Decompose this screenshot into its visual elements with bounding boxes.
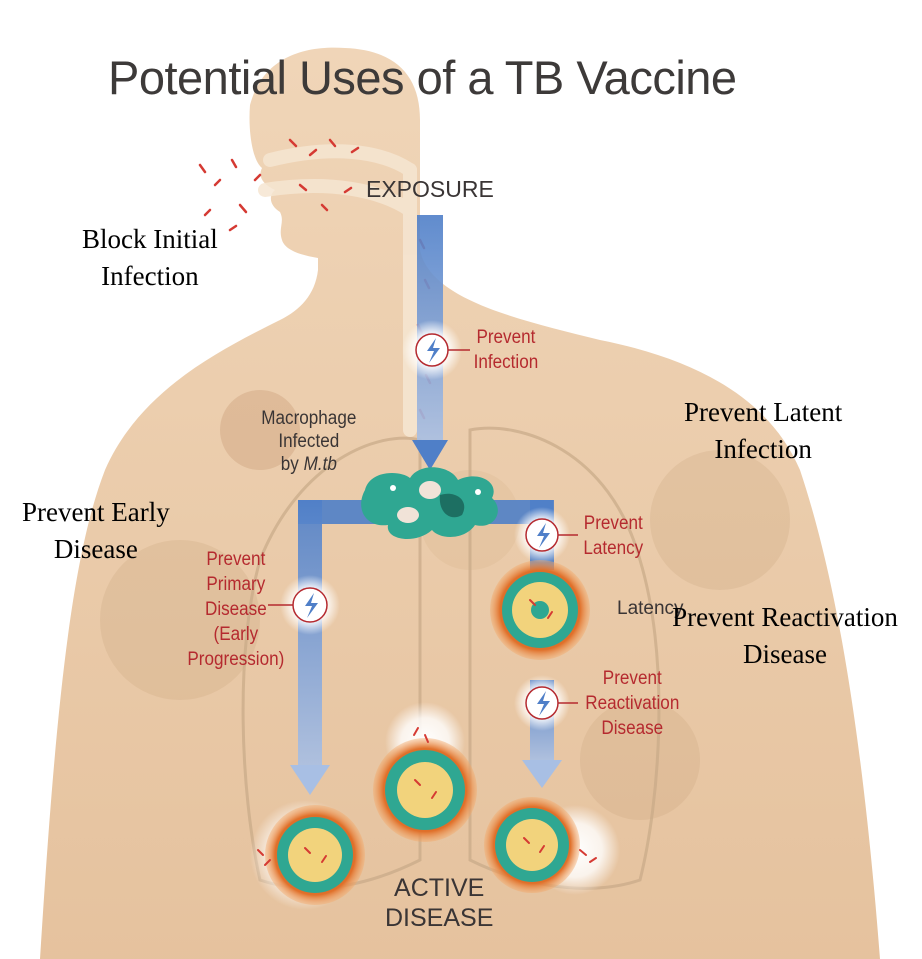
annotation-prevent-latent: Prevent Latent Infection bbox=[684, 394, 842, 468]
macrophage-label: Macrophage Infected by M.tb bbox=[261, 407, 356, 476]
prevent-latency-label: Prevent Latency bbox=[583, 511, 643, 561]
prevent-primary-label: Prevent Primary Disease (Early Progressi… bbox=[187, 547, 284, 672]
granuloma-latency bbox=[490, 560, 590, 660]
active-disease-label: ACTIVE DISEASE bbox=[385, 873, 493, 933]
page-title: Potential Uses of a TB Vaccine bbox=[108, 50, 737, 105]
prevent-reactivation-label: Prevent Reactivation Disease bbox=[585, 666, 679, 741]
annotation-prevent-early: Prevent Early Disease bbox=[22, 494, 170, 568]
annotation-block-initial: Block Initial Infection bbox=[82, 221, 218, 295]
prevent-infection-label: Prevent Infection bbox=[474, 325, 539, 375]
exposure-label: EXPOSURE bbox=[366, 176, 494, 203]
annotation-prevent-reactivation: Prevent Reactivation Disease bbox=[665, 599, 905, 673]
